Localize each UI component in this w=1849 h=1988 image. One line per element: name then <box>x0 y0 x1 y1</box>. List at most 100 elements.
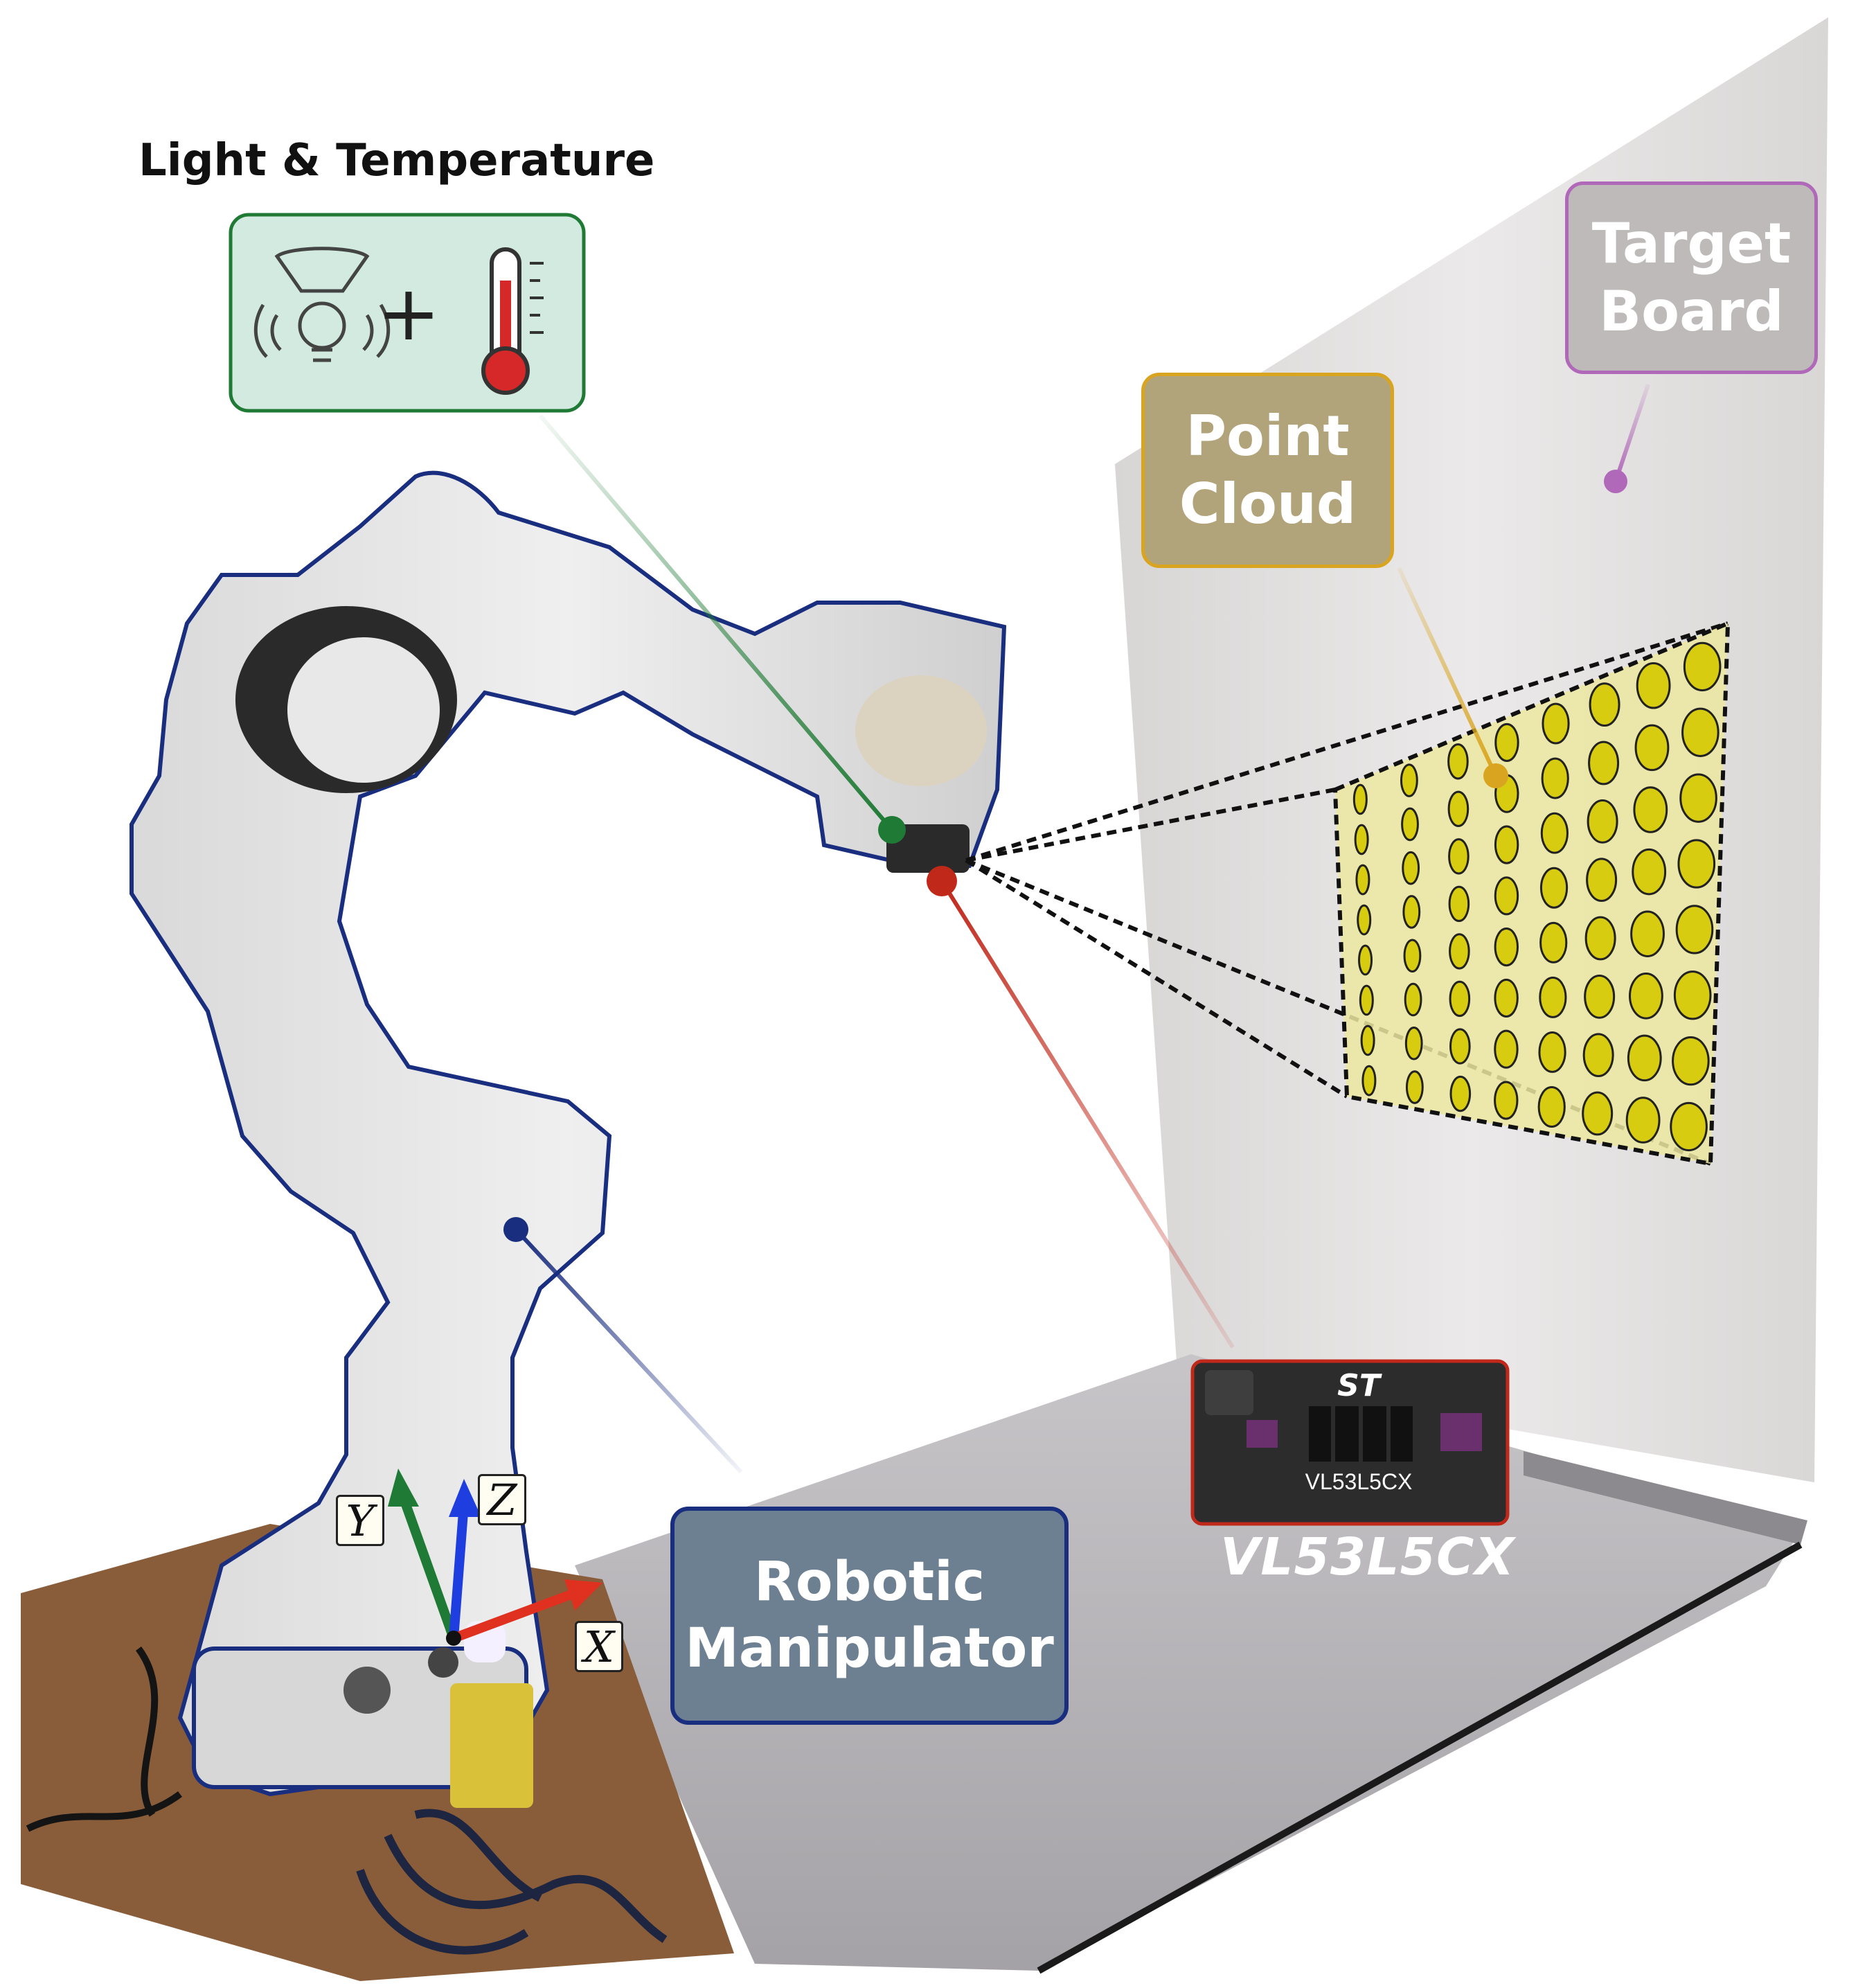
point-cloud-dot-marker <box>1632 848 1667 896</box>
point-cloud-dot-marker <box>1587 799 1618 844</box>
point-cloud-dot-marker <box>1354 824 1369 855</box>
point-cloud-board <box>1332 620 1731 1166</box>
point-cloud-dot-marker <box>1540 812 1569 854</box>
base-connector <box>343 1667 391 1714</box>
point-cloud-box: Point Cloud <box>1141 373 1394 568</box>
point-cloud-dot-marker <box>1359 984 1374 1016</box>
vl53l5cx-chip <box>1190 1359 1510 1526</box>
point-cloud-dot-marker <box>1361 1065 1377 1097</box>
robot-leader <box>514 1227 743 1474</box>
point-cloud-dot-marker <box>1449 1075 1472 1112</box>
light-bulb-icon <box>253 247 391 362</box>
point-cloud-dot-marker <box>1634 724 1670 772</box>
point-cloud-dot-marker <box>1539 867 1569 909</box>
black-cable <box>26 1647 182 1832</box>
point-cloud-dot-marker <box>1352 783 1368 815</box>
point-cloud-dot-marker <box>1494 928 1519 967</box>
point-cloud-dot-marker <box>1673 970 1712 1020</box>
light-temp-leader <box>538 414 894 831</box>
point-cloud-dot-marker <box>1360 1024 1375 1056</box>
sensor-leader <box>940 880 1235 1349</box>
yellow-fixture <box>450 1683 533 1808</box>
robot-joint-shoulder-cap <box>287 637 440 783</box>
point-cloud-dot-marker <box>1447 790 1470 827</box>
st-logo: ST <box>1337 1368 1382 1403</box>
point-cloud-dot <box>1483 763 1508 788</box>
end-effector-sensor <box>886 824 970 873</box>
floor-edge <box>1037 1541 1803 1974</box>
point-cloud-dot-marker <box>1670 1101 1708 1152</box>
point-cloud-dot-marker <box>1448 838 1470 875</box>
point-cloud-dot-marker <box>1494 876 1519 916</box>
point-cloud-dot-marker <box>1404 1026 1423 1060</box>
robot-wrist <box>855 675 987 786</box>
point-cloud-dot-marker <box>1633 786 1668 833</box>
point-cloud-dot-marker <box>1358 944 1373 976</box>
point-cloud-dot-marker <box>1542 702 1570 745</box>
coordinate-frame <box>388 1468 602 1646</box>
target-board-leader <box>1614 384 1650 482</box>
point-cloud-dot-marker <box>1625 1097 1661 1144</box>
point-cloud-dot-marker <box>1357 904 1372 936</box>
cables <box>356 1809 668 1955</box>
point-cloud-dot-marker <box>1584 916 1616 961</box>
light-temp-dot <box>878 816 906 844</box>
point-cloud-dot-marker <box>1584 974 1616 1019</box>
base-connector-2 <box>428 1647 458 1678</box>
sensor-dot <box>927 866 957 896</box>
point-cloud-dot-marker <box>1636 662 1671 709</box>
point-cloud-dot-marker <box>1629 973 1663 1020</box>
axis-label-x: X <box>575 1621 623 1672</box>
point-cloud-dot-marker <box>1494 978 1519 1018</box>
point-cloud-leader <box>1397 567 1498 777</box>
point-cloud-dot-marker <box>1402 895 1421 929</box>
sensor-caption: VL53L5CX <box>1220 1527 1515 1587</box>
point-cloud-dot-marker <box>1449 1028 1471 1065</box>
thermometer-icon <box>481 247 544 395</box>
point-cloud-dot-marker <box>1539 976 1567 1018</box>
point-cloud-dot-marker <box>1405 1070 1424 1104</box>
point-cloud-dot-marker <box>1672 1036 1710 1086</box>
robot-dot <box>503 1217 528 1242</box>
point-cloud-dot-marker <box>1675 905 1714 955</box>
point-cloud-dot-marker <box>1588 740 1620 786</box>
point-cloud-dot-marker <box>1681 707 1720 757</box>
point-cloud-dot-marker <box>1539 921 1568 964</box>
axis-label-z: Z <box>478 1474 526 1525</box>
target-board-box: Target Board <box>1565 181 1818 374</box>
point-cloud-dot-marker <box>1538 1031 1566 1073</box>
point-cloud-dot-marker <box>1627 1034 1662 1082</box>
point-cloud-dot-marker <box>1630 910 1665 957</box>
point-cloud-dot-marker <box>1537 1086 1566 1128</box>
point-cloud-dot-marker <box>1400 763 1418 797</box>
point-cloud-dot-marker <box>1677 839 1716 889</box>
plus-sign: + <box>377 269 440 357</box>
point-cloud-dot-marker <box>1449 980 1471 1018</box>
light-temp-title: Light & Temperature <box>139 135 655 186</box>
point-cloud-dot-marker <box>1494 1029 1519 1069</box>
floor-rail <box>1524 1451 1807 1545</box>
point-cloud-dot-marker <box>1589 682 1620 727</box>
point-cloud-dot-marker <box>1449 933 1470 970</box>
point-cloud-dot-marker <box>1582 1091 1614 1136</box>
point-cloud-dot-marker <box>1448 885 1470 923</box>
robotic-manipulator-box: Robotic Manipulator <box>670 1507 1069 1725</box>
point-cloud-dots <box>1352 641 1722 1152</box>
target-board-dot <box>1604 470 1627 493</box>
point-cloud-dot-marker <box>1404 982 1422 1017</box>
point-cloud-dot-marker <box>1402 851 1420 885</box>
axis-label-y: Y <box>336 1495 384 1546</box>
point-cloud-dot-marker <box>1494 722 1519 762</box>
point-cloud-dot-marker <box>1541 757 1569 799</box>
point-cloud-dot-marker <box>1401 807 1419 842</box>
point-cloud-dot-marker <box>1447 743 1469 780</box>
point-cloud-dot-marker <box>1403 939 1422 973</box>
point-cloud-dot-marker <box>1582 1033 1614 1078</box>
robot-arm-outline <box>129 470 1007 1797</box>
point-cloud-dot-marker <box>1494 825 1519 864</box>
point-cloud-dot-marker <box>1355 864 1370 896</box>
point-cloud-dot-marker <box>1586 858 1618 903</box>
chip-marking: VL53L5CX <box>1305 1469 1413 1494</box>
point-cloud-dot-marker <box>1679 773 1717 823</box>
point-cloud-dot-marker <box>1683 641 1722 692</box>
